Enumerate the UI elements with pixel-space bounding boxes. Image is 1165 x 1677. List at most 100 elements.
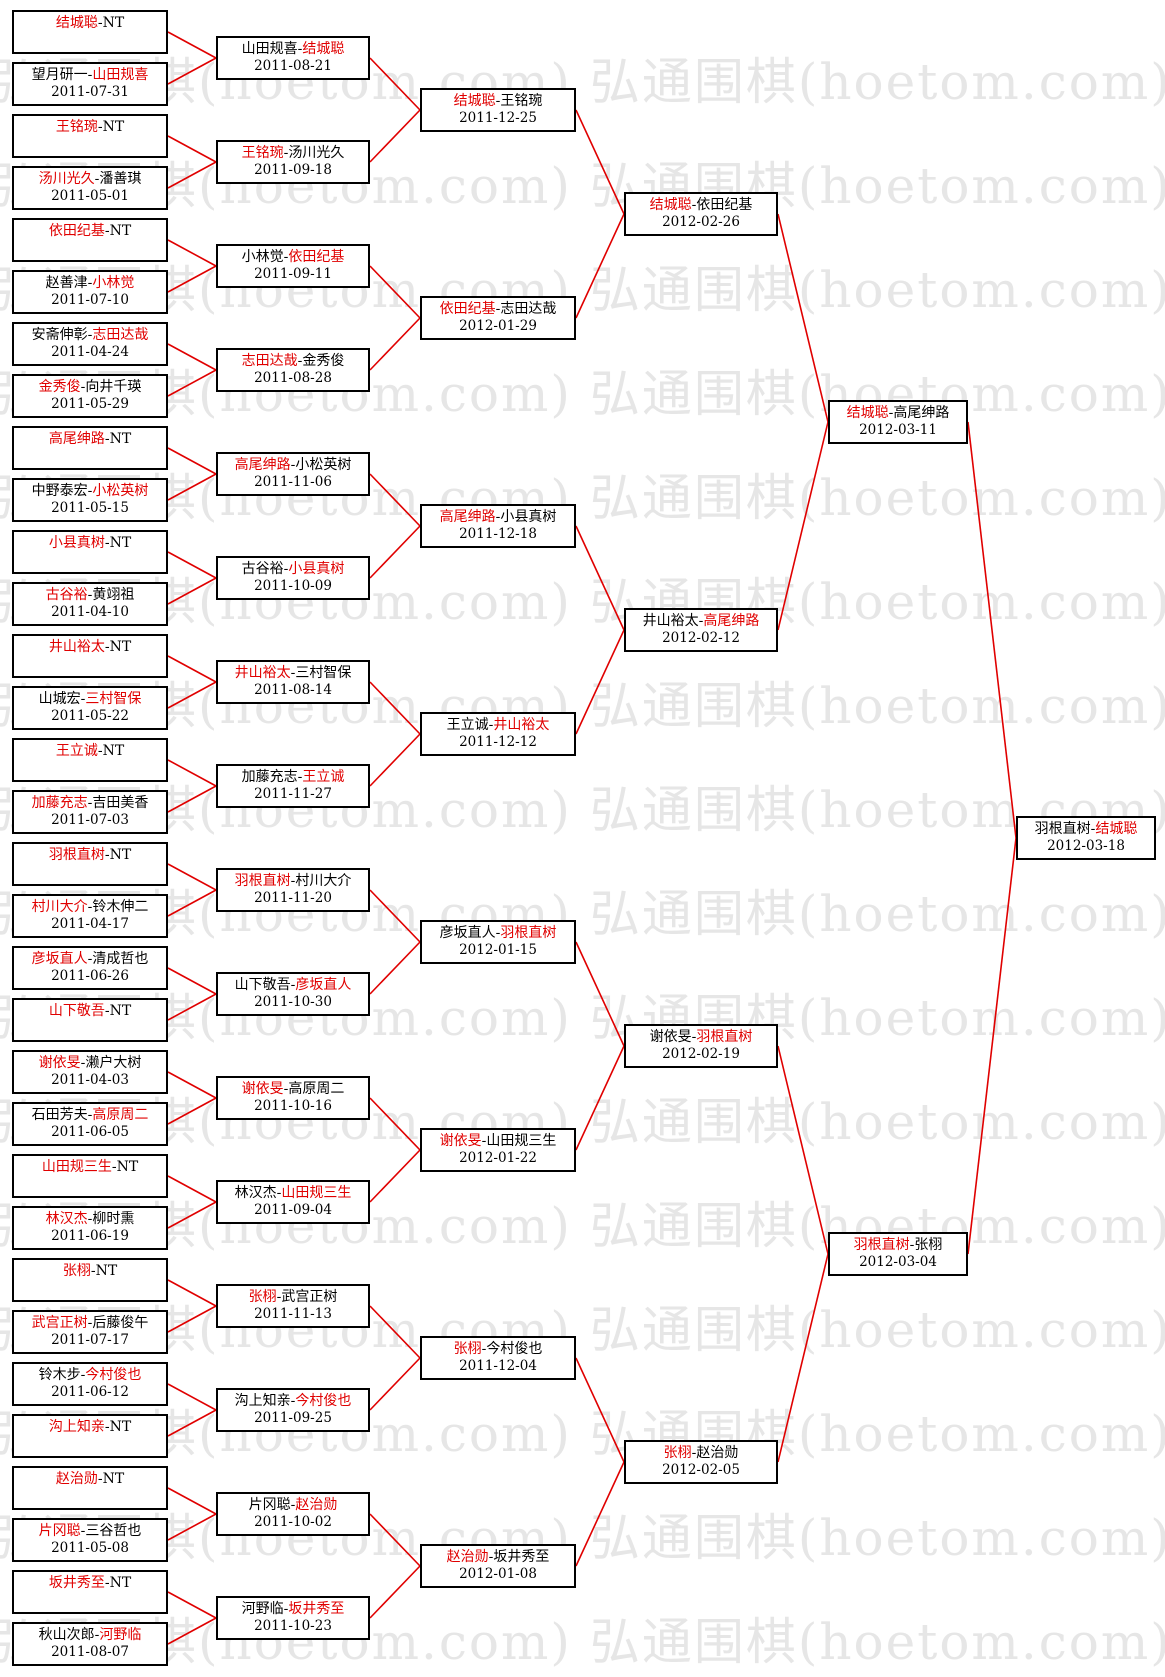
vs-separator: - xyxy=(104,1419,110,1435)
match-players: 高尾绅路-NT xyxy=(14,428,166,448)
player-name: 张栩 xyxy=(663,1445,692,1461)
player-name: 张栩 xyxy=(248,1289,277,1305)
player-name: NT xyxy=(95,1263,118,1279)
bracket-connector xyxy=(167,655,217,683)
bracket-connector xyxy=(777,1253,829,1463)
bracket-connector xyxy=(167,343,217,371)
match-players: 秋山次郎-河野临 xyxy=(14,1624,166,1644)
player-name: 王立诚 xyxy=(55,743,98,759)
player-name: NT xyxy=(109,535,132,551)
player-name: 结城聪 xyxy=(649,197,692,213)
bracket-connector xyxy=(369,733,421,787)
vs-separator: - xyxy=(909,1237,915,1253)
player-name: 今村俊也 xyxy=(295,1393,352,1409)
player-name: 潘善琪 xyxy=(99,171,142,187)
match-box: 山下敬吾-NT xyxy=(12,998,168,1042)
match-box: 羽根直树-NT xyxy=(12,842,168,886)
player-name: 小林觉 xyxy=(241,249,284,265)
player-name: 羽根直树 xyxy=(1034,821,1091,837)
match-box: 井山裕太-NT xyxy=(12,634,168,678)
match-date: 2011-10-30 xyxy=(254,994,332,1010)
player-name: 井山裕太 xyxy=(493,717,550,733)
match-players: 中野泰宏-小松英树 xyxy=(14,480,166,500)
player-name: 高原周二 xyxy=(288,1081,345,1097)
vs-separator: - xyxy=(80,691,86,707)
bracket-connector xyxy=(575,629,625,735)
match-players: 依田纪基-志田达哉 xyxy=(422,298,574,318)
player-name: 小县真树 xyxy=(500,509,557,525)
bracket-connector xyxy=(369,1097,421,1151)
vs-separator: - xyxy=(283,561,289,577)
match-date: 2011-04-03 xyxy=(51,1072,129,1088)
player-name: 金秀俊 xyxy=(302,353,345,369)
player-name: 彦坂直人 xyxy=(439,925,496,941)
player-name: 赵治勋 xyxy=(446,1549,489,1565)
player-name: 依田纪基 xyxy=(288,249,345,265)
match-players: 结城聪-NT xyxy=(14,12,166,32)
player-name: 加藤充志 xyxy=(31,795,88,811)
player-name: 小林觉 xyxy=(92,275,135,291)
match-date: 2011-05-01 xyxy=(51,188,129,204)
player-name: 小松英树 xyxy=(295,457,352,473)
player-name: 结城聪 xyxy=(846,405,889,421)
player-name: 赵善津 xyxy=(45,275,88,291)
player-name: 羽根直树 xyxy=(696,1029,753,1045)
player-name: 依田纪基 xyxy=(439,301,496,317)
match-date: 2011-05-29 xyxy=(51,396,129,412)
match-date: 2011-11-20 xyxy=(254,890,332,906)
player-name: 三村智保 xyxy=(295,665,352,681)
player-name: 沟上知亲 xyxy=(48,1419,105,1435)
vs-separator: - xyxy=(290,457,296,473)
match-date: 2011-09-11 xyxy=(254,266,332,282)
player-name: 秋山次郎 xyxy=(38,1627,95,1643)
bracket-connector xyxy=(575,1045,625,1151)
player-name: 志田达哉 xyxy=(92,327,149,343)
match-date: 2011-12-04 xyxy=(459,1358,537,1374)
player-name: NT xyxy=(102,15,125,31)
vs-separator: - xyxy=(90,1263,96,1279)
vs-separator: - xyxy=(290,873,296,889)
match-players: 王铭琬-汤川光久 xyxy=(218,142,368,162)
match-players: 村川大介-铃木伸二 xyxy=(14,896,166,916)
match-date: 2011-11-06 xyxy=(254,474,332,490)
match-players: 彦坂直人-羽根直树 xyxy=(422,922,574,942)
bracket-connector xyxy=(369,109,421,163)
vs-separator: - xyxy=(97,119,103,135)
match-players: 张栩-今村俊也 xyxy=(422,1338,574,1358)
player-name: 高尾绅路 xyxy=(703,613,760,629)
match-date: 2011-07-10 xyxy=(51,292,129,308)
match-players: 金秀俊-向井千瑛 xyxy=(14,376,166,396)
match-players: 林汉杰-山田规三生 xyxy=(218,1182,368,1202)
player-name: 山田规三生 xyxy=(486,1133,557,1149)
match-players: 赵治勋-NT xyxy=(14,1468,166,1488)
match-players: 井山裕太-三村智保 xyxy=(218,662,368,682)
match-players: 片冈聪-三谷哲也 xyxy=(14,1520,166,1540)
vs-separator: - xyxy=(488,717,494,733)
match-date: 2011-10-16 xyxy=(254,1098,332,1114)
match-players: 赵治勋-坂井秀至 xyxy=(422,1546,574,1566)
bracket-connector xyxy=(369,1565,421,1619)
player-name: 彦坂直人 xyxy=(31,951,88,967)
player-name: 沟上知亲 xyxy=(234,1393,291,1409)
match-players: 铃木步-今村俊也 xyxy=(14,1364,166,1384)
player-name: NT xyxy=(109,847,132,863)
player-name: 古谷裕 xyxy=(45,587,88,603)
vs-separator: - xyxy=(80,1523,86,1539)
vs-separator: - xyxy=(481,1133,487,1149)
match-box: 小县真树-NT xyxy=(12,530,168,574)
player-name: 清成哲也 xyxy=(92,951,149,967)
vs-separator: - xyxy=(495,925,501,941)
